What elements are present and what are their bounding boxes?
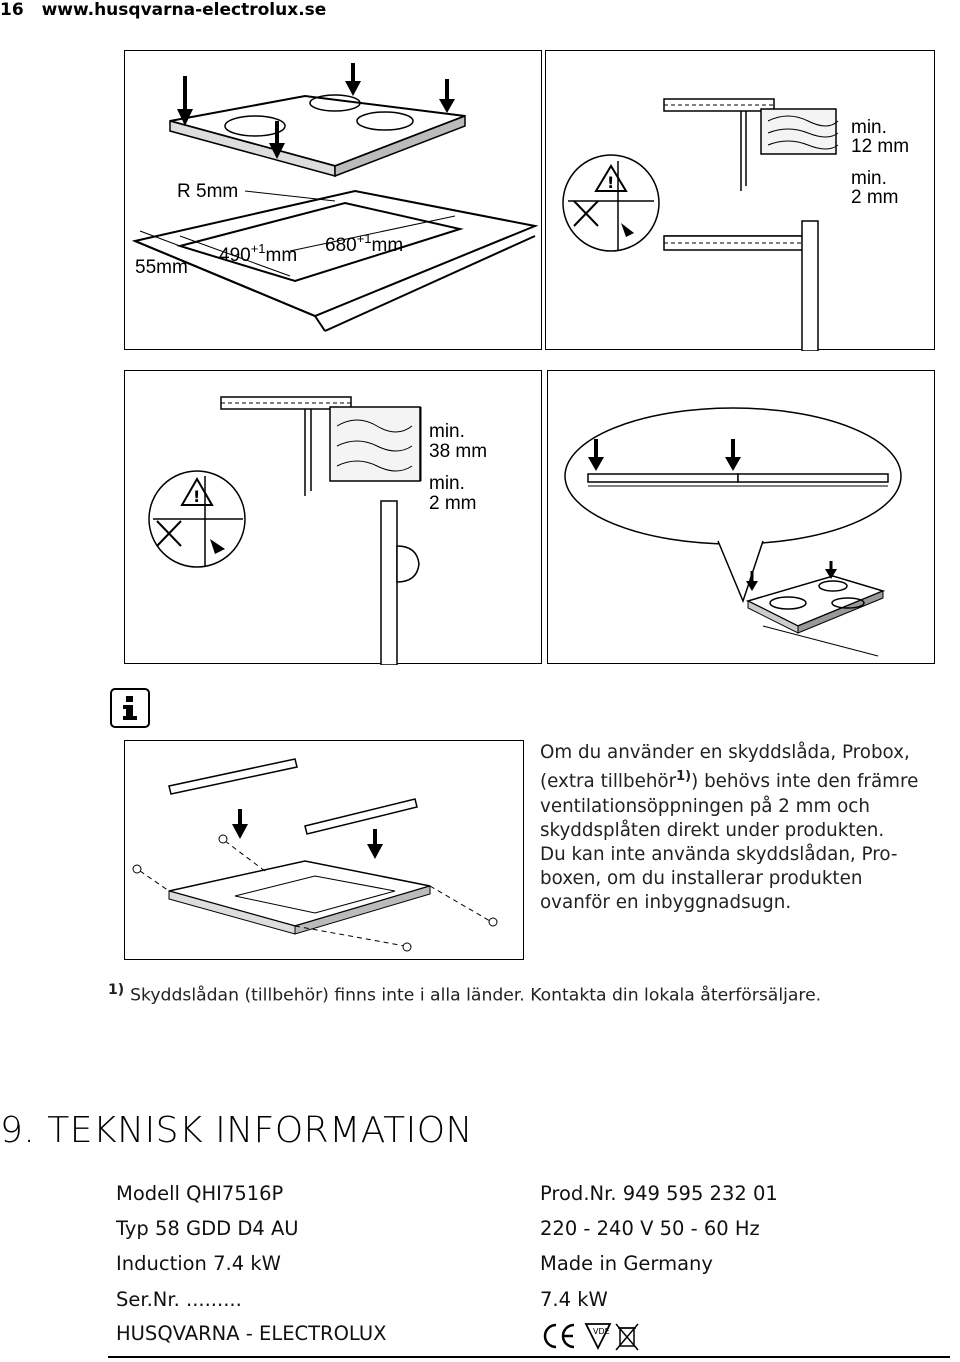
figure-cutout-dimensions: R 5mm 490+1mm 680+1mm 55mm [124, 50, 542, 350]
spec-made-in: Made in Germany [540, 1252, 713, 1275]
page-number: 16 [0, 0, 24, 20]
svg-text:VDE: VDE [593, 1327, 610, 1336]
fig2-min-bottom: min. [851, 168, 887, 189]
figure-clearance-38mm: min. 38 mm min. 2 mm ! [124, 370, 542, 665]
certification-marks: VDE [540, 1320, 650, 1352]
info-text: Om du använder en skyddslåda, Probox, (e… [540, 741, 950, 916]
fig2-val-top: 12 mm [851, 136, 909, 157]
info-line-1: Om du använder en skyddslåda, Probox, [540, 742, 910, 763]
fig3-min-top: min. [429, 421, 465, 442]
vde-mark-icon: VDE [584, 1323, 612, 1351]
spec-brand: HUSQVARNA - ELECTROLUX [116, 1322, 387, 1345]
fig2-val-bottom: 2 mm [851, 187, 899, 208]
figure-front-gap [547, 370, 935, 664]
footnote-text: Skyddslådan (tillbehör) finns inte i all… [130, 985, 822, 1006]
info-line-2: (extra tillbehör1)) behövs inte den främ… [540, 769, 919, 793]
spec-voltage: 220 - 240 V 50 - 60 Hz [540, 1217, 760, 1240]
info-line-6: boxen, om du installerar produkten [540, 868, 863, 890]
info-icon [110, 688, 150, 728]
footnote-ref: 1) [108, 982, 125, 998]
fig3-val-top: 38 mm [429, 441, 487, 462]
info-line-4: skyddsplåten direkt under produkten. [540, 819, 885, 841]
figure-probox [124, 740, 524, 960]
svg-text:!: ! [607, 173, 614, 192]
ce-mark-icon [543, 1323, 575, 1349]
radius-label: R 5mm [177, 181, 238, 202]
bottom-rule [108, 1356, 950, 1358]
info-line-5: Du kan inte använda skyddslådan, Pro- [540, 843, 898, 865]
page-header: 16 www.husqvarna-electrolux.se [0, 0, 326, 20]
fig3-min-bottom: min. [429, 473, 465, 494]
spec-serial: Ser.Nr. ......... [116, 1288, 242, 1311]
spec-prod-nr: Prod.Nr. 949 595 232 01 [540, 1182, 778, 1205]
header-url: www.husqvarna-electrolux.se [41, 0, 327, 20]
spec-power: 7.4 kW [540, 1288, 608, 1311]
spec-model: Modell QHI7516P [116, 1182, 284, 1205]
width-label: 680+1mm [325, 231, 403, 256]
figure-clearance-12mm: min. 12 mm min. 2 mm ! [545, 50, 935, 351]
info-line-7: ovanför en inbyggnadsugn. [540, 892, 792, 914]
footnote: 1) Skyddslådan (tillbehör) finns inte i a… [108, 982, 821, 1006]
fig2-min-top: min. [851, 117, 887, 138]
depth-label: 490+1mm [219, 241, 297, 266]
svg-text:!: ! [193, 487, 200, 506]
weee-bin-icon [615, 1323, 639, 1351]
info-line-3: ventilationsöppningen på 2 mm och [540, 795, 870, 817]
section-title: 9. TEKNISK INFORMATION [0, 1110, 473, 1151]
fig3-val-bottom: 2 mm [429, 493, 477, 514]
edge-label: 55mm [135, 257, 188, 278]
spec-type: Typ 58 GDD D4 AU [116, 1217, 299, 1240]
spec-induction: Induction 7.4 kW [116, 1252, 281, 1275]
